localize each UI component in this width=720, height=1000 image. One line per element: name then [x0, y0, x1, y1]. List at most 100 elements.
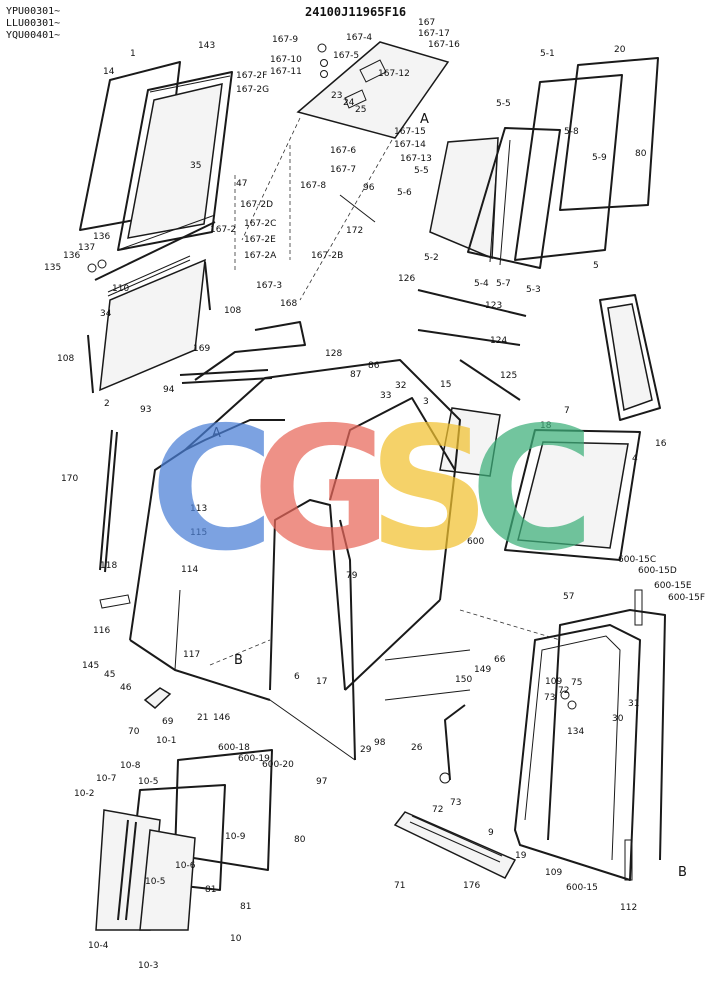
door-lock-cylinder: [567, 700, 577, 710]
label-30: 30: [612, 714, 624, 724]
grab-handle-169: [179, 369, 273, 384]
label-600-15c: 600-15C: [618, 555, 656, 565]
label-46: 46: [120, 683, 132, 693]
label-57: 57: [563, 592, 574, 602]
stay-rod-125: [459, 359, 521, 401]
label-10-8: 10-8: [120, 761, 141, 771]
label-17: 17: [316, 677, 327, 687]
side-fixed-glass: [439, 407, 501, 477]
label-600-18: 600-18: [218, 743, 250, 753]
side-window-inner-frame: [514, 74, 623, 261]
label-10-6: 10-6: [175, 861, 196, 871]
label-19: 19: [515, 851, 527, 861]
label-167-12: 167-12: [378, 69, 410, 79]
label-97: 97: [316, 777, 327, 787]
label-167-2: 167-2: [210, 225, 236, 235]
front-lower-glass: [99, 258, 206, 392]
front-window-wiper-bar: [94, 221, 216, 281]
label-176: 176: [463, 881, 480, 891]
front-sill-plate: [99, 594, 131, 609]
label-45: 45: [104, 670, 115, 680]
label-10-4: 10-4: [88, 941, 109, 951]
front-window-rail: [117, 75, 231, 251]
roof-hatch-nut: [320, 59, 328, 67]
watermark-letter-s: S: [368, 391, 490, 589]
cab-frame-rear-arch: [329, 397, 456, 601]
label-72-upper: 72: [558, 686, 569, 696]
label-10-9: 10-9: [225, 832, 246, 842]
right-rear-seal: [504, 429, 641, 561]
label-114: 114: [181, 565, 198, 575]
label-10-1: 10-1: [156, 736, 176, 746]
label-600-15d: 600-15D: [638, 566, 677, 576]
label-10-5-lower: 10-5: [145, 877, 165, 887]
right-rear-glass: [517, 441, 629, 549]
watermark: C G S C: [150, 391, 595, 589]
label-167-17: 167-17: [418, 29, 450, 39]
label-128: 128: [325, 349, 342, 359]
label-10-5-upper: 10-5: [138, 777, 158, 787]
label-25: 25: [355, 105, 366, 115]
label-167-2g: 167-2G: [236, 85, 269, 95]
label-118: 118: [100, 561, 117, 571]
label-167-11: 167-11: [270, 67, 302, 77]
label-170: 170: [61, 474, 78, 484]
roof-hatch-latch: [344, 89, 367, 109]
label-167-10: 167-10: [270, 55, 302, 65]
label-20: 20: [614, 45, 626, 55]
label-168: 168: [280, 299, 297, 309]
label-98: 98: [374, 738, 386, 748]
label-167-8: 167-8: [300, 181, 326, 191]
door-lower-hinge: [624, 839, 633, 881]
label-167-7: 167-7: [330, 165, 356, 175]
label-600: 600: [467, 537, 484, 547]
label-69: 69: [162, 717, 174, 727]
label-5-1: 5-1: [540, 49, 555, 59]
label-33: 33: [380, 391, 391, 401]
label-34: 34: [100, 309, 112, 319]
roof-hatch-outline: [241, 117, 393, 301]
roof-hatch-link-rod: [339, 194, 376, 223]
label-5-5-top: 5-5: [496, 99, 511, 109]
label-167-2a: 167-2A: [244, 251, 277, 261]
label-167-16: 167-16: [428, 40, 460, 50]
label-66: 66: [494, 655, 506, 665]
label-136-upper: 136: [93, 232, 110, 242]
front-door-seal-170: [99, 429, 118, 573]
roof-hatch-washer: [320, 70, 328, 78]
label-47: 47: [236, 179, 247, 189]
label-5-6: 5-6: [397, 188, 412, 198]
roof-hatch-bolt: [317, 43, 327, 53]
label-10-3: 10-3: [138, 961, 158, 971]
label-135: 135: [44, 263, 61, 273]
label-124: 124: [490, 336, 507, 346]
watermark-letter-c1: C: [150, 391, 275, 589]
label-75: 75: [571, 678, 582, 688]
label-5-8: 5-8: [564, 127, 579, 137]
label-5-9: 5-9: [592, 153, 607, 163]
label-113: 113: [190, 504, 207, 514]
label-10-7: 10-7: [96, 774, 116, 784]
label-21: 21: [197, 713, 208, 723]
label-137: 137: [78, 243, 95, 253]
side-window-seal: [489, 139, 511, 266]
label-115: 115: [190, 528, 207, 538]
label-16: 16: [655, 439, 667, 449]
roof-bar-168: [194, 321, 306, 381]
pivot-washer: [97, 259, 107, 269]
door-hinge: [634, 589, 643, 626]
label-126: 126: [398, 274, 415, 284]
label-136-lower: 136: [63, 251, 80, 261]
rear-corner-seal: [599, 294, 661, 421]
serial-range-1: YPU00301~: [6, 6, 61, 17]
door-stay-foot: [439, 772, 451, 784]
door-window-outer-frame: [174, 749, 273, 871]
label-110: 110: [112, 284, 129, 294]
label-31: 31: [628, 699, 639, 709]
label-108-right: 108: [224, 306, 241, 316]
label-b-cab: B: [234, 653, 243, 668]
label-150: 150: [455, 675, 472, 685]
label-167-6: 167-6: [330, 146, 356, 156]
label-167-2d: 167-2D: [240, 200, 273, 210]
